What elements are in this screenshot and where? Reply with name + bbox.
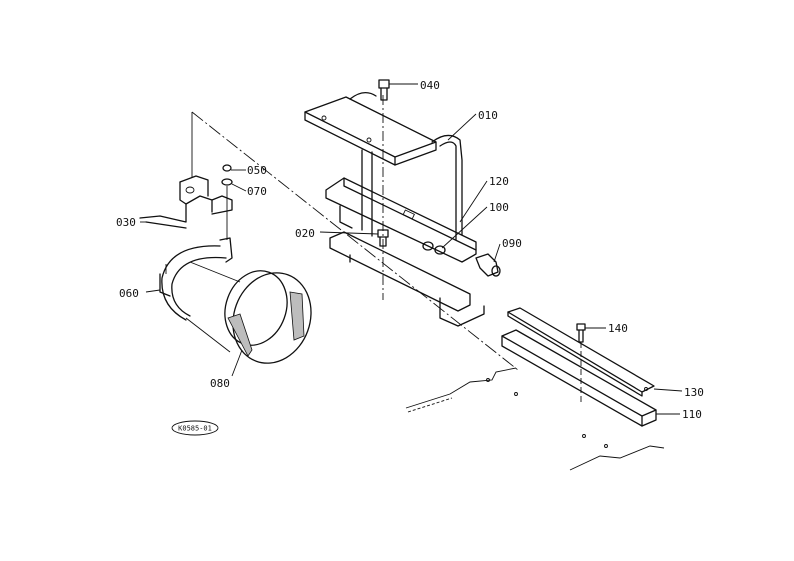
- floor-plate-lower: [569, 434, 665, 471]
- part-130-strap: [507, 307, 655, 397]
- label-140: 140: [608, 322, 628, 335]
- part-140-bolt: [576, 323, 586, 404]
- label-050: 060: [119, 287, 139, 300]
- part-030-bracket: [139, 175, 233, 229]
- part-020-bolt: [377, 229, 389, 247]
- center-line: [191, 95, 519, 371]
- label-080: 080: [210, 377, 230, 390]
- main-frame: [325, 177, 485, 327]
- part-100-110-nut-washer: [422, 241, 446, 255]
- label-020: 020: [295, 227, 315, 240]
- leader-lines: [140, 83, 683, 415]
- part-120-bar: [501, 329, 657, 427]
- label-090: 090: [502, 237, 522, 250]
- label-100: 100: [489, 201, 509, 214]
- drawing-code-badge: K0585-01: [171, 420, 219, 436]
- label-120: 110: [682, 408, 702, 421]
- part-080-cylinder: [185, 261, 312, 364]
- label-110: 120: [489, 175, 509, 188]
- label-030: 030: [116, 216, 136, 229]
- part-040-bolt: [378, 79, 390, 101]
- part-010-bracket: [304, 92, 463, 241]
- label-060: 050: [247, 164, 267, 177]
- label-070: 070: [247, 185, 267, 198]
- drawing-code: K0585-01: [178, 425, 212, 433]
- part-060-070-nut-washer: [221, 164, 233, 240]
- part-090-fitting: [475, 253, 501, 277]
- label-010: 010: [478, 109, 498, 122]
- label-130: 130: [684, 386, 704, 399]
- label-040: 040: [420, 79, 440, 92]
- floor-plate-section: [405, 367, 518, 413]
- part-050-clamp-band: [159, 237, 233, 321]
- part-labels: 040 010 120 100 090 020 030 050 070 060 …: [116, 79, 704, 421]
